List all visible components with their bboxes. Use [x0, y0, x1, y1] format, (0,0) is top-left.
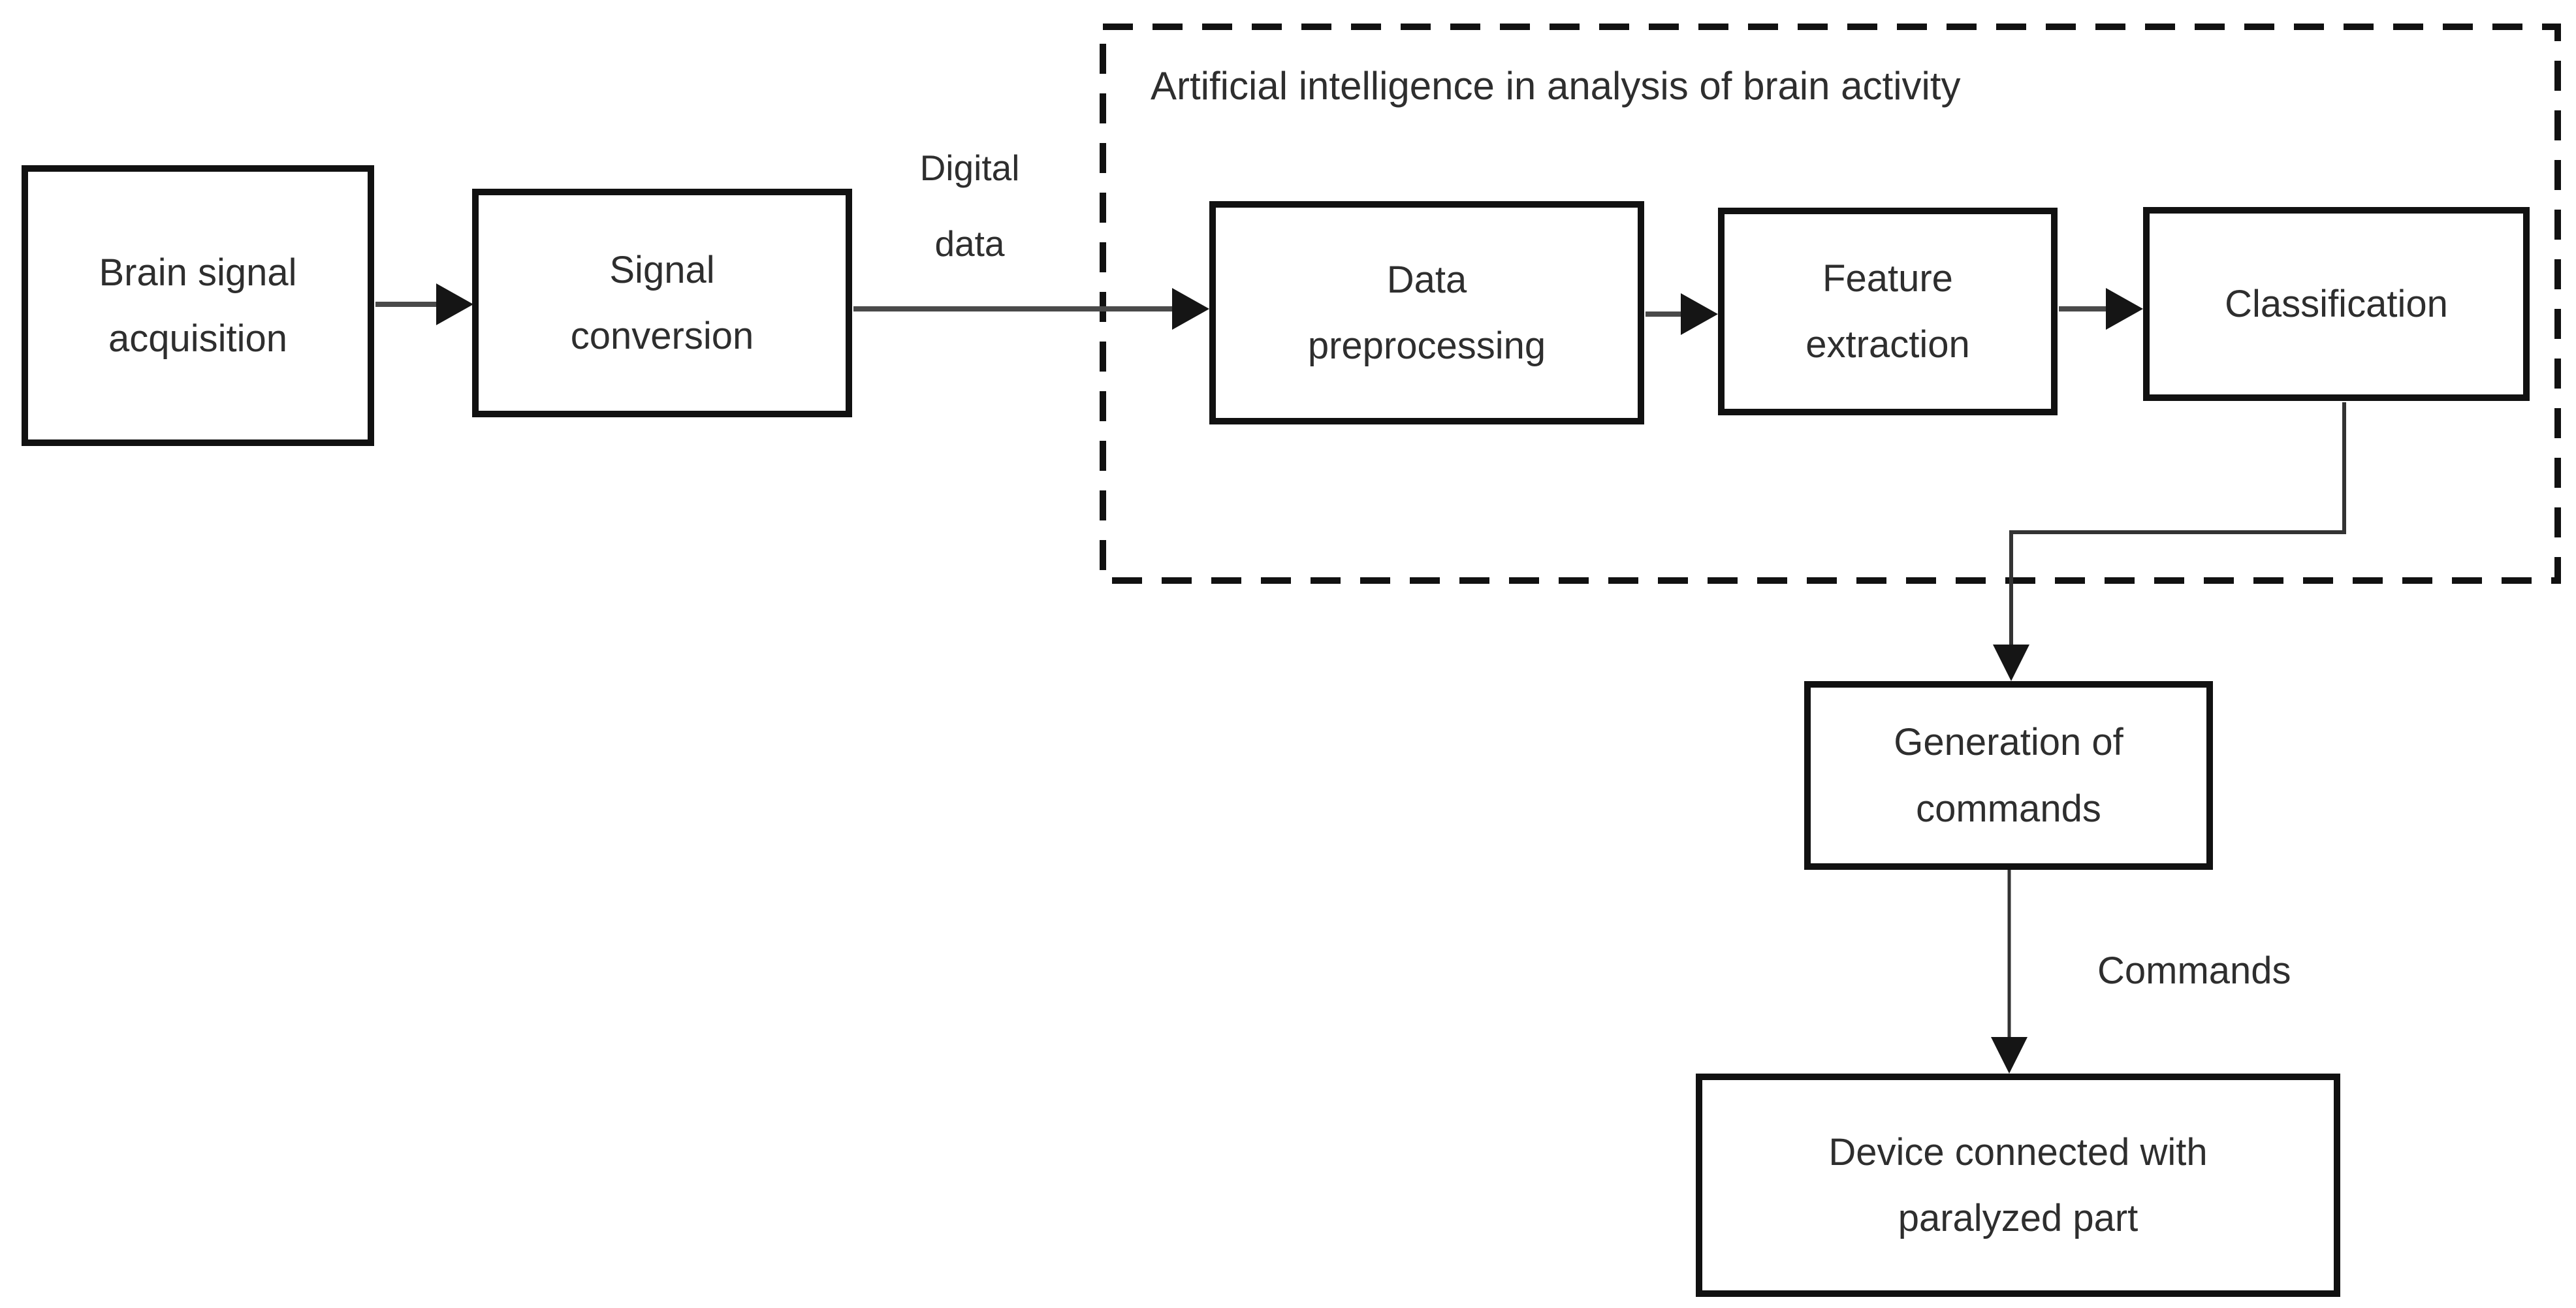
box-device-connected: Device connected with paralyzed part	[1696, 1074, 2340, 1297]
box-signal-conversion: Signal conversion	[472, 189, 852, 417]
digital-data-label: Digital data	[919, 148, 1020, 264]
ai-container-title: Artificial intelligence in analysis of b…	[1151, 64, 1961, 108]
arrow-generation-to-device	[1991, 870, 2027, 1074]
arrow-feature-to-classification	[2059, 288, 2143, 330]
arrow-conversion-to-preprocessing	[853, 288, 1209, 330]
box-label-data-preprocessing: Data preprocessing	[1307, 258, 1546, 368]
box-label-generation-of-commands: Generation of commands	[1894, 721, 2123, 830]
arrow-preprocessing-to-feature	[1646, 293, 1718, 335]
box-classification: Classification	[2143, 207, 2530, 401]
box-label-classification: Classification	[2225, 282, 2448, 325]
box-label-brain-signal-acquisition: Brain signal acquisition	[99, 251, 297, 360]
box-label-signal-conversion: Signal conversion	[570, 248, 754, 358]
box-brain-signal-acquisition: Brain signal acquisition	[22, 165, 374, 446]
box-label-device-connected: Device connected with paralyzed part	[1828, 1130, 2208, 1240]
arrow-classification-to-generation	[1993, 402, 2346, 681]
box-data-preprocessing: Data preprocessing	[1209, 201, 1644, 424]
box-feature-extraction: Feature extraction	[1718, 208, 2058, 415]
commands-label: Commands	[2097, 949, 2291, 992]
ai-container-dashed-border	[1100, 24, 2561, 584]
box-generation-of-commands: Generation of commands	[1804, 681, 2213, 870]
box-label-feature-extraction: Feature extraction	[1805, 257, 1970, 366]
arrow-acquisition-to-conversion	[375, 283, 473, 325]
